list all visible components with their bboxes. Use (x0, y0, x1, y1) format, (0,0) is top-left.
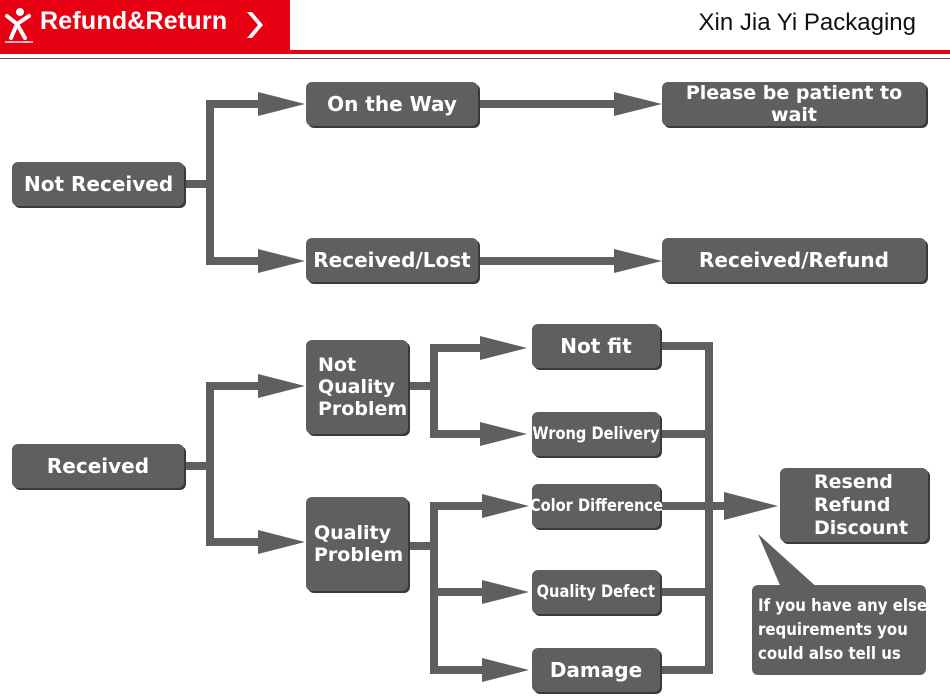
node-on-the-way: On the Way (306, 82, 478, 126)
arrowhead-outcome (724, 492, 778, 520)
node-received-refund: Received/Refund (662, 238, 926, 282)
company-name: Xin Jia Yi Packaging (698, 9, 916, 36)
note-pointer (758, 534, 820, 590)
node-not-received: Not Received (12, 162, 184, 206)
node-resend-refund-discount: Resend Refund Discount (780, 468, 928, 542)
arrowhead-wait (614, 92, 662, 116)
connector-quality-to-color-difference (408, 502, 486, 550)
running-person-logo-icon (5, 8, 33, 43)
arrowhead-damage (482, 658, 529, 682)
node-color-difference: Color Difference (529, 484, 663, 528)
banner-title: Refund&Return (40, 7, 228, 35)
header-divider-dark (0, 58, 950, 59)
arrowhead-not-fit (480, 336, 527, 360)
connector-not-received-to-received-lost (206, 184, 262, 265)
connector-not-quality-to-not-fit (408, 344, 484, 390)
connector-not-quality-to-wrong-delivery (430, 386, 484, 438)
chevron-right-icon (247, 12, 263, 38)
arrowhead-on-the-way (258, 92, 305, 116)
connector-quality-to-damage (430, 592, 486, 674)
arrowhead-wrong-delivery (480, 422, 527, 446)
node-quality-problem: Quality Problem (306, 497, 408, 591)
header-banner: Refund&Return (0, 0, 290, 50)
arrowhead-color-difference (482, 494, 529, 518)
connector-quality-to-quality-defect (430, 546, 486, 596)
node-received: Received (12, 444, 184, 488)
node-not-quality-problem: Not Quality Problem (306, 340, 408, 434)
connector-not-received-to-on-the-way (184, 100, 262, 188)
arrowhead-not-quality (258, 374, 305, 398)
arrowhead-quality-defect (482, 580, 529, 604)
note-callout: If you have any else requirements you co… (752, 585, 927, 675)
node-not-fit: Not fit (532, 324, 660, 368)
node-damage: Damage (532, 648, 660, 692)
arrowhead-quality (258, 530, 305, 554)
node-please-wait: Please be patient to wait (662, 82, 926, 126)
node-wrong-delivery: Wrong Delivery (532, 412, 660, 456)
arrowhead-received-lost (258, 249, 305, 273)
node-quality-defect: Quality Defect (532, 570, 660, 614)
connector-received-to-quality (206, 466, 262, 546)
arrowhead-received-refund (614, 249, 662, 273)
connector-received-to-not-quality (184, 382, 262, 470)
header-divider-red (0, 50, 950, 54)
node-received-lost: Received/Lost (306, 238, 478, 282)
